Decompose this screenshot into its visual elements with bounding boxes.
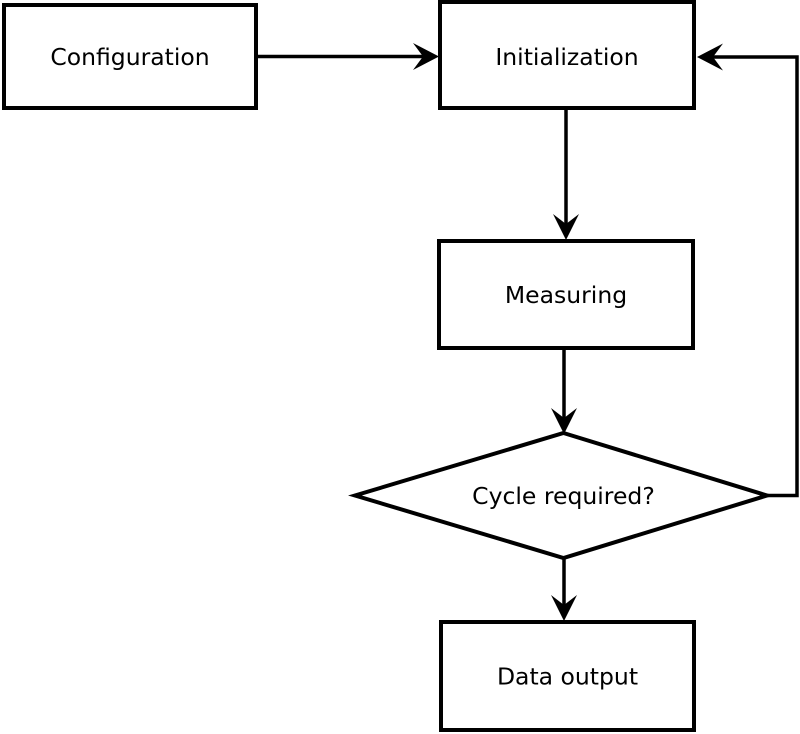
cycle-required-label: Cycle required? — [472, 482, 655, 510]
initialization-label: Initialization — [495, 43, 638, 71]
data-output-box — [439, 620, 696, 732]
arrowhead-down-icon — [551, 595, 577, 621]
node-configuration: Configuration — [2, 3, 258, 110]
data-output-label: Data output — [497, 663, 638, 691]
arrowhead-down-icon — [553, 214, 579, 240]
configuration-box — [2, 3, 258, 110]
arrowhead-left-icon — [697, 43, 723, 71]
arrowhead-right-icon — [413, 43, 439, 70]
edge-measuring-to-cycle-required — [551, 348, 577, 434]
measuring-box — [437, 239, 695, 350]
edge-cycle-required-to-data-output — [551, 556, 577, 621]
arrowhead-down-icon — [551, 408, 577, 434]
edge-feedback-cycle-required-to-initialization — [697, 43, 799, 498]
edge-line — [711, 55, 799, 498]
cycle-required-diamond — [348, 430, 774, 561]
configuration-label: Configuration — [50, 43, 209, 71]
edge-initialization-to-measuring — [553, 108, 579, 240]
node-measuring: Measuring — [437, 239, 695, 350]
measuring-label: Measuring — [505, 281, 627, 309]
initialization-box — [438, 0, 696, 110]
node-cycle-required: Cycle required? — [348, 430, 774, 561]
node-data-output: Data output — [439, 620, 696, 732]
node-initialization: Initialization — [438, 0, 696, 110]
edge-configuration-to-initialization — [256, 43, 439, 70]
